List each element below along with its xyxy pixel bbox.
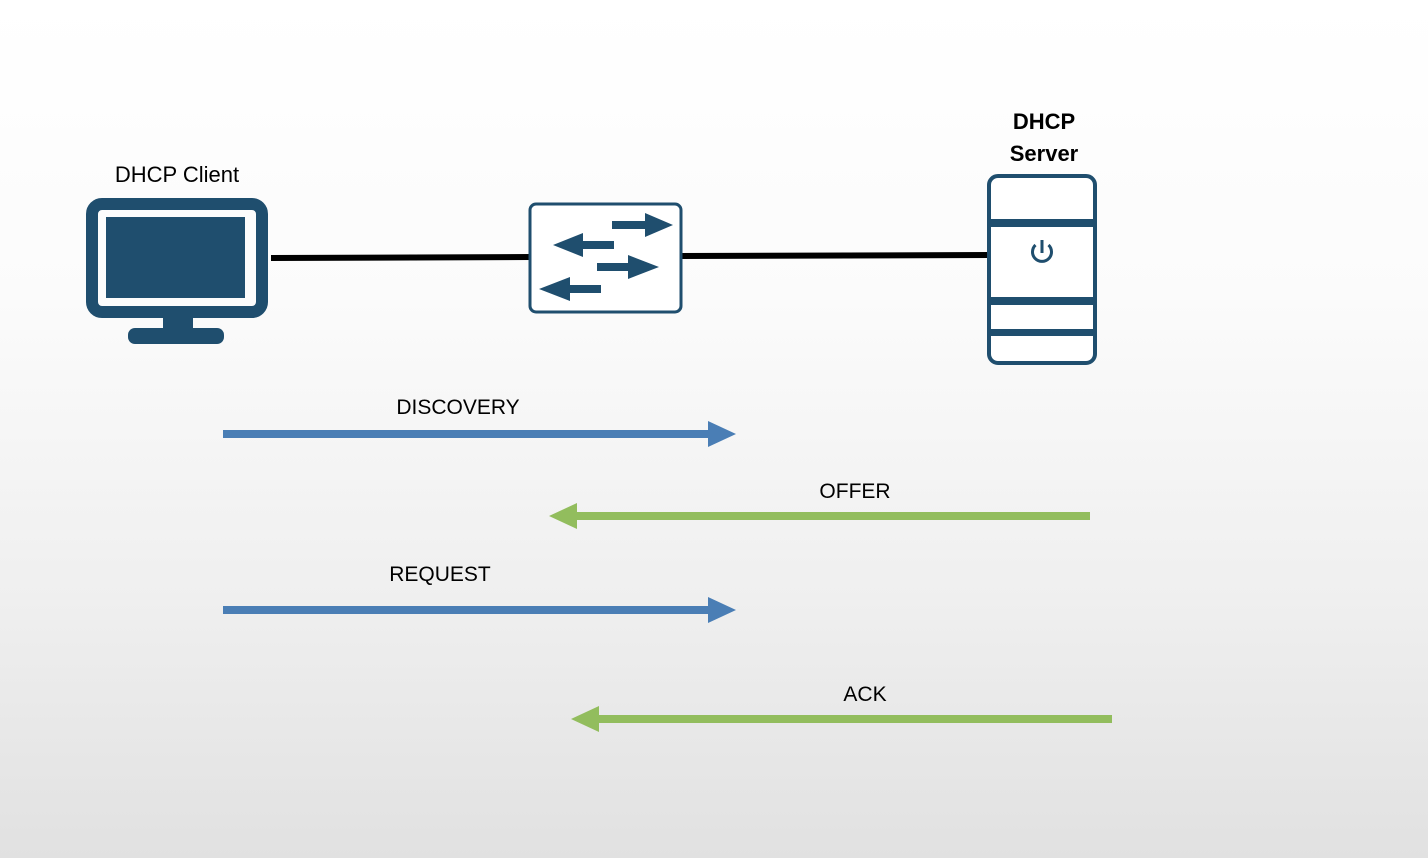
request-arrow (223, 597, 736, 623)
ack-arrow (571, 706, 1112, 732)
server-label-line1: DHCP (1012, 109, 1076, 134)
link-client-switch (270, 254, 532, 261)
server-label: DHCP Server (1010, 106, 1079, 170)
power-icon (1031, 240, 1053, 263)
discovery-arrow (223, 421, 736, 447)
server-tower-icon (987, 174, 1097, 365)
monitor-icon (86, 198, 268, 344)
offer-label: OFFER (819, 480, 891, 503)
switch-icon (528, 202, 683, 314)
link-switch-server (680, 252, 990, 259)
client-label: DHCP Client (114, 162, 240, 187)
ack-label: ACK (843, 683, 887, 706)
offer-arrow (549, 503, 1090, 529)
discovery-label: DISCOVERY (396, 396, 520, 419)
server-label-line2: Server (1009, 141, 1079, 166)
request-label: REQUEST (389, 563, 491, 586)
